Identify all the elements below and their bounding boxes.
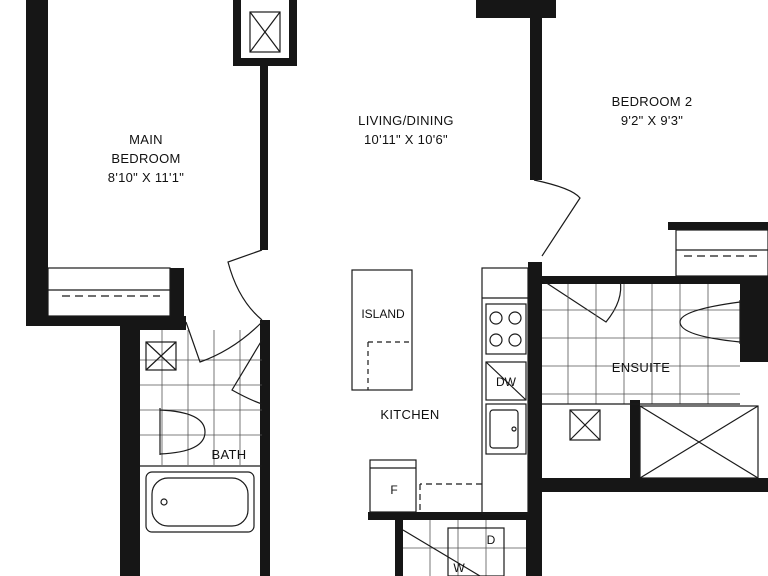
dryer-label: D (487, 533, 496, 547)
labels: MAIN BEDROOM 8'10" X 11'1" LIVING/DINING… (108, 94, 693, 575)
washer-label: W (453, 561, 465, 575)
fixtures (47, 11, 768, 576)
ensuite-label: ENSUITE (612, 360, 670, 375)
bedroom-2-dims: 9'2" X 9'3" (621, 113, 683, 128)
kitchen-label: KITCHEN (380, 407, 439, 422)
main-bedroom-label-line1: MAIN (129, 132, 163, 147)
island-label: ISLAND (361, 307, 405, 321)
main-bedroom-label-line2: BEDROOM (111, 151, 180, 166)
living-dining-dims: 10'11" X 10'6" (364, 132, 448, 147)
dishwasher-label: DW (496, 375, 517, 389)
bedroom-2-label: BEDROOM 2 (612, 94, 693, 109)
main-bedroom-dims: 8'10" X 11'1" (108, 170, 184, 185)
living-dining-label: LIVING/DINING (358, 113, 454, 128)
fridge-label: F (390, 483, 397, 497)
walls (26, 0, 768, 576)
bath-label: BATH (212, 447, 247, 462)
